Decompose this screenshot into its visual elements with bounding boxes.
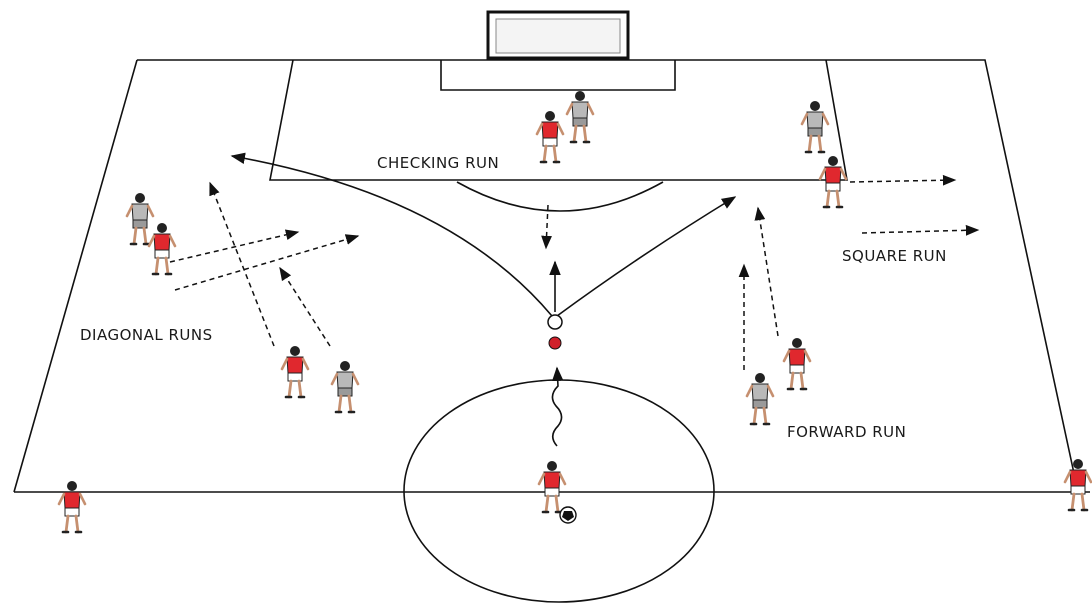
pitch-outline [137,60,1078,492]
diagonal-run-arrow-1 [170,232,298,262]
pitch-left-touchline [14,60,137,492]
label-forward-run: FORWARD RUN [787,423,906,441]
soccer-ball-icon [560,507,576,523]
pass-target-marker [548,315,562,329]
six-yard-box [441,60,675,90]
player-red [149,223,175,274]
square-run-arrow-2 [862,230,978,233]
pass-curve-right [557,197,735,316]
player-red [820,156,846,207]
player-red [784,338,810,389]
penalty-arc [457,182,663,211]
player-red [282,346,308,397]
player-red [59,481,85,532]
checking-run-arrow [546,205,548,248]
player-grey [747,373,773,424]
label-diagonal-runs: DIAGONAL RUNS [80,326,213,344]
diagonal-run-arrow-4 [280,268,330,346]
forward-run-arrow-2 [758,208,778,336]
goal [488,12,628,58]
square-run-arrow-1 [850,180,955,182]
diagonal-run-arrow-2 [175,236,358,290]
ball-marker [549,337,561,349]
player-grey [802,101,828,152]
player-grey [127,193,153,244]
label-square-run: SQUARE RUN [842,247,947,265]
diagonal-run-arrow-3 [210,183,274,346]
player-red [539,461,565,512]
player-red [1065,459,1091,510]
player-red [537,111,563,162]
player-grey [567,91,593,142]
label-checking-run: CHECKING RUN [377,154,499,172]
player-grey [332,361,358,412]
